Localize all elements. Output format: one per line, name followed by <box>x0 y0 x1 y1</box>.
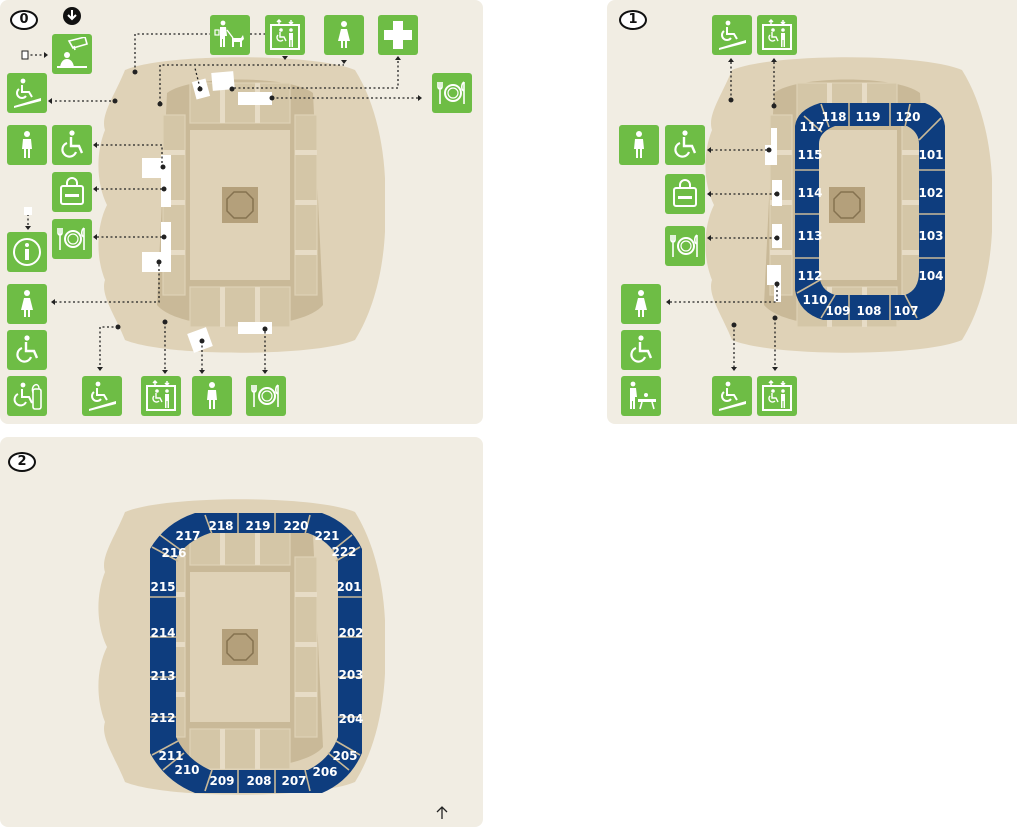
toilet-icon <box>621 284 661 324</box>
restaurant-icon <box>246 376 286 416</box>
section-label: 207 <box>281 774 307 788</box>
section-label: 209 <box>209 774 235 788</box>
section-label: 101 <box>918 148 944 162</box>
section-label: 213 <box>150 669 176 683</box>
ramp-icon <box>7 73 47 113</box>
wheelchair-charging-icon <box>7 376 47 416</box>
toilet-icon <box>324 15 364 55</box>
section-label: 119 <box>855 110 881 124</box>
section-label: 202 <box>338 626 364 640</box>
section-label: 113 <box>797 229 823 243</box>
wheelchair-icon <box>621 330 661 370</box>
section-label: 210 <box>174 763 200 777</box>
restaurant-icon <box>52 219 92 259</box>
section-label: 220 <box>283 519 309 533</box>
section-label: 107 <box>893 304 919 318</box>
ramp-icon <box>82 376 122 416</box>
section-label: 108 <box>856 304 882 318</box>
toilet-icon <box>192 376 232 416</box>
section-label: 102 <box>918 186 944 200</box>
wheelchair-icon <box>665 125 705 165</box>
restaurant-icon <box>432 73 472 113</box>
section-label: 118 <box>821 110 847 124</box>
level-0-panel: 0 <box>0 0 483 424</box>
section-label: 117 <box>799 120 825 134</box>
level-1-map <box>666 56 992 371</box>
first-aid-icon <box>378 15 418 55</box>
section-label: 109 <box>825 304 851 318</box>
section-label: 103 <box>918 229 944 243</box>
level-2-map <box>97 498 385 796</box>
wheelchair-icon <box>52 125 92 165</box>
info-icon <box>7 232 47 272</box>
section-label: 211 <box>158 749 184 763</box>
section-label: 203 <box>338 668 364 682</box>
ramp-icon <box>712 15 752 55</box>
wheelchair-icon <box>7 330 47 370</box>
toilet-icon <box>7 284 47 324</box>
section-label: 215 <box>150 580 176 594</box>
section-label: 206 <box>312 765 338 779</box>
level-1-label: 1 <box>619 10 647 30</box>
section-label: 212 <box>150 711 176 725</box>
section-label: 217 <box>175 529 201 543</box>
level-1-panel: 1 101 102 103 104 107 108 109 110 112 11… <box>607 0 1017 424</box>
security-check-icon <box>52 34 92 74</box>
section-label: 120 <box>895 110 921 124</box>
north-arrow-icon <box>436 806 448 819</box>
section-label: 216 <box>161 546 187 560</box>
section-label: 218 <box>208 519 234 533</box>
level-2-panel: 2 201 202 203 204 205 206 207 208 209 21… <box>0 437 483 827</box>
shop-icon <box>52 172 92 212</box>
elevator-icon <box>141 376 181 416</box>
section-label: 204 <box>338 712 364 726</box>
section-label: 208 <box>246 774 272 788</box>
section-label: 221 <box>314 529 340 543</box>
section-label: 219 <box>245 519 271 533</box>
elevator-icon <box>265 15 305 55</box>
section-label: 214 <box>150 626 176 640</box>
changing-table-icon <box>621 376 661 416</box>
section-label: 112 <box>797 269 823 283</box>
level-0-map <box>21 7 422 374</box>
section-label: 110 <box>802 293 828 307</box>
section-label: 115 <box>797 148 823 162</box>
level-0-label: 0 <box>10 10 38 30</box>
ramp-icon <box>712 376 752 416</box>
restaurant-icon <box>665 226 705 266</box>
level-2-label: 2 <box>8 452 36 472</box>
elevator-icon <box>757 376 797 416</box>
shop-icon <box>665 174 705 214</box>
elevator-icon <box>757 15 797 55</box>
section-label: 201 <box>336 580 362 594</box>
toilet-icon <box>619 125 659 165</box>
section-label: 222 <box>331 545 357 559</box>
section-label: 104 <box>918 269 944 283</box>
guide-dog-icon <box>210 15 250 55</box>
section-label: 114 <box>797 186 823 200</box>
section-label: 205 <box>332 749 358 763</box>
toilet-icon <box>7 125 47 165</box>
